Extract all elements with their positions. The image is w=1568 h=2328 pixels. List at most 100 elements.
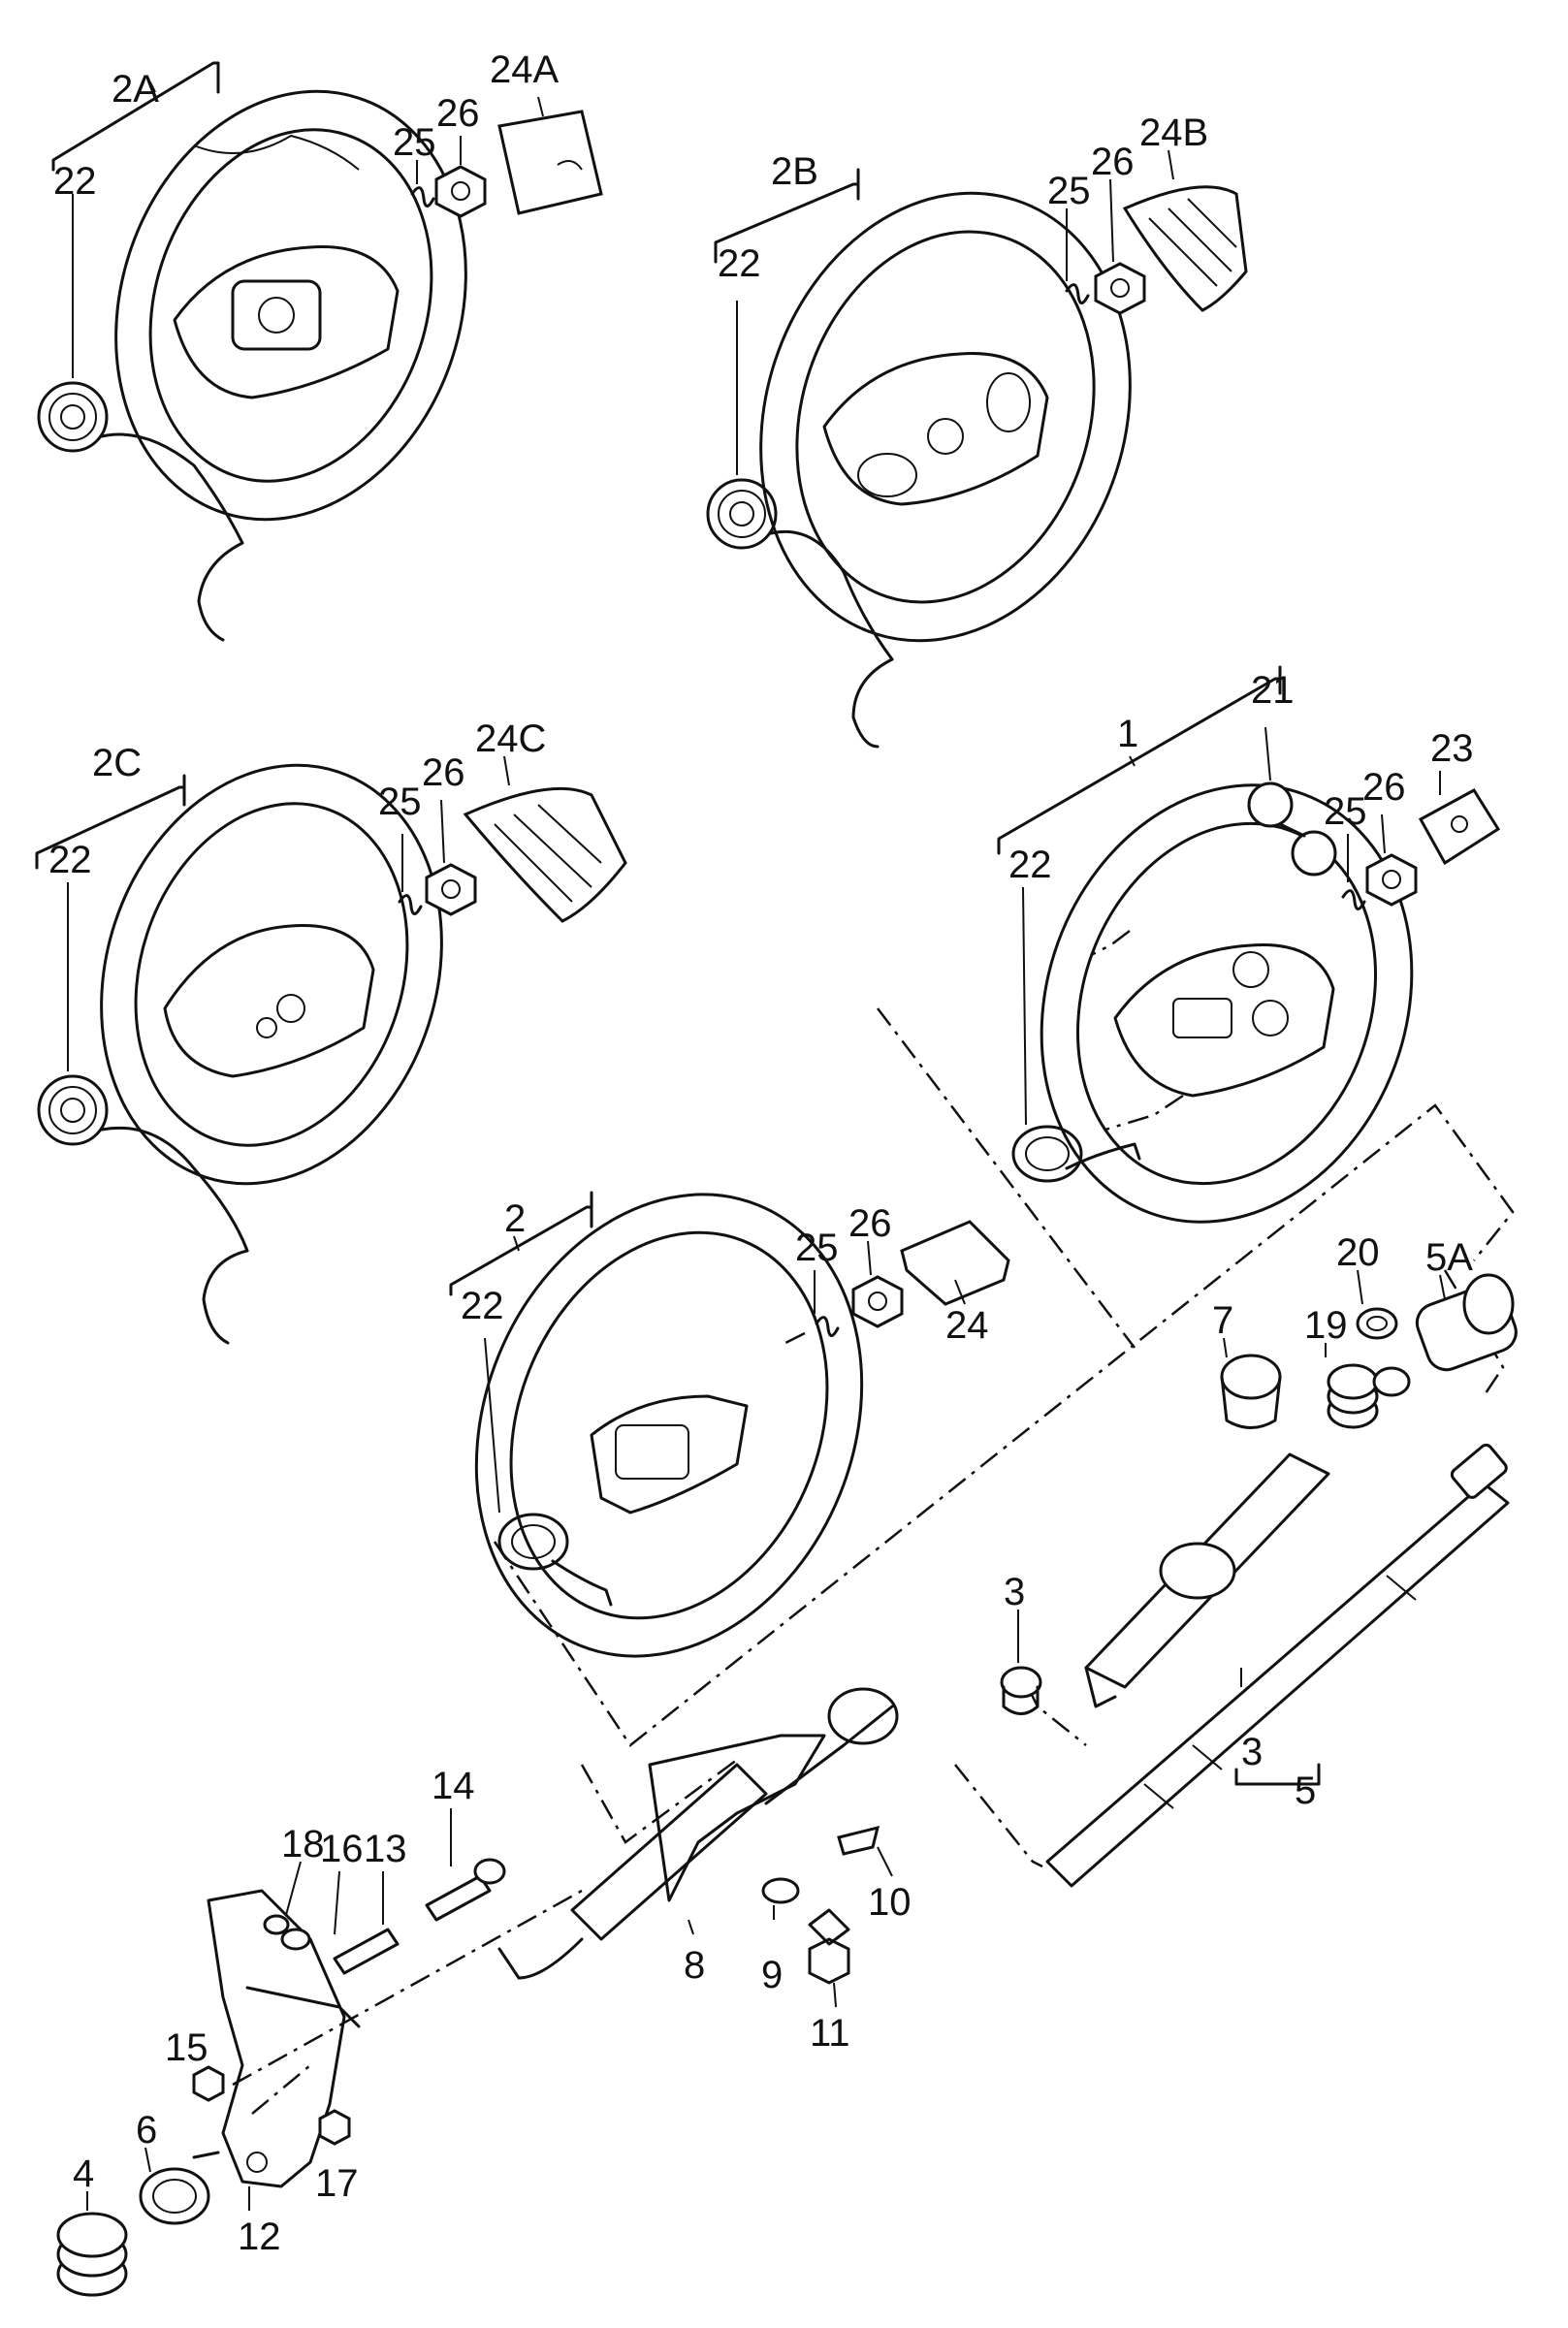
label-25: 25 — [1324, 790, 1367, 833]
label-24C: 24C — [475, 718, 546, 760]
label-25: 25 — [1047, 170, 1091, 212]
label-14: 14 — [432, 1765, 475, 1807]
bracket-3-5 — [1234, 1763, 1321, 1786]
spring-clip-25d — [1341, 889, 1366, 910]
label-24B: 24B — [1139, 112, 1208, 154]
horn-pad-24c — [463, 786, 627, 923]
spring-clip-25c — [398, 894, 423, 915]
label-2C: 2C — [92, 742, 142, 784]
bushing-7 — [1220, 1354, 1282, 1429]
label-19: 19 — [1304, 1304, 1348, 1347]
bracket-2a — [51, 61, 220, 172]
label-22: 22 — [1008, 844, 1052, 886]
nut-26e — [851, 1275, 904, 1328]
bushing-3 — [1000, 1666, 1042, 1715]
steering-shaft-5 — [1045, 1443, 1510, 1888]
label-9: 9 — [761, 1954, 783, 1996]
clip-18 — [263, 1914, 290, 1935]
label-26: 26 — [1362, 766, 1406, 809]
label-24A: 24A — [490, 48, 559, 91]
label-18: 18 — [281, 1823, 325, 1866]
label-4: 4 — [73, 2153, 94, 2195]
label-8: 8 — [684, 1944, 705, 1987]
horn-pad-24 — [900, 1220, 1010, 1306]
bushing-6 — [139, 2151, 220, 2225]
nut-26b — [1094, 262, 1146, 315]
label-11: 11 — [810, 2012, 850, 2055]
lock-housing-5a — [1415, 1273, 1518, 1372]
bracket-2 — [449, 1205, 593, 1296]
bolt-11 — [808, 1908, 850, 1985]
washer-9 — [761, 1877, 800, 1904]
bracket-2c — [35, 785, 186, 870]
steering-wheel-2 — [474, 1193, 864, 1658]
label-6: 6 — [136, 2109, 157, 2152]
bolt-14 — [425, 1858, 506, 1922]
label-5A: 5A — [1425, 1236, 1473, 1279]
plate-10 — [837, 1825, 880, 1856]
label-22: 22 — [53, 160, 97, 203]
label-20: 20 — [1336, 1231, 1380, 1274]
label-21: 21 — [1251, 669, 1295, 712]
label-26: 26 — [422, 751, 465, 794]
clock-ring-1 — [1011, 1125, 1141, 1183]
label-10: 10 — [868, 1881, 912, 1924]
steering-wheel-2a — [114, 89, 467, 522]
label-25: 25 — [393, 121, 436, 164]
label-7: 7 — [1212, 1299, 1233, 1342]
steering-wheel-2c — [100, 763, 443, 1186]
label-22: 22 — [461, 1285, 504, 1327]
label-2A: 2A — [112, 68, 159, 111]
label-5: 5 — [1295, 1770, 1316, 1812]
label-3: 3 — [1241, 1731, 1263, 1773]
nut-26a — [434, 165, 487, 218]
label-23: 23 — [1430, 727, 1474, 770]
column-housing-8 — [497, 1687, 899, 1980]
bolt-13 — [333, 1928, 400, 1975]
clock-spring-2c — [37, 1074, 249, 1345]
label-2B: 2B — [771, 150, 818, 193]
label-17: 17 — [315, 2162, 359, 2205]
label-26: 26 — [848, 1202, 892, 1245]
horn-pad-24b — [1122, 185, 1248, 312]
label-13: 13 — [364, 1828, 407, 1870]
nut-17 — [318, 2109, 351, 2146]
spring-clip-25e — [815, 1316, 840, 1337]
emblem-23 — [1418, 788, 1501, 866]
label-2: 2 — [504, 1197, 526, 1240]
label-25: 25 — [378, 781, 422, 823]
nut-15 — [192, 2065, 225, 2102]
washer-20 — [1356, 1307, 1398, 1340]
label-25: 25 — [795, 1227, 839, 1269]
steering-wheel-1 — [1040, 783, 1414, 1224]
clock-spring-2b — [706, 478, 894, 749]
clock-spring-2a — [37, 381, 244, 642]
steering-wheel-2b — [759, 191, 1132, 643]
label-15: 15 — [165, 2026, 208, 2069]
washer-16 — [280, 1928, 311, 1951]
horn-button-21 — [1247, 781, 1337, 877]
label-1: 1 — [1117, 713, 1138, 755]
label-24: 24 — [945, 1304, 989, 1347]
spring-clip-25b — [1065, 283, 1090, 304]
label-22: 22 — [718, 242, 761, 285]
spring-clip-25a — [410, 186, 435, 207]
label-16: 16 — [320, 1828, 364, 1870]
label-22: 22 — [48, 839, 92, 881]
nut-26d — [1365, 853, 1418, 907]
label-26: 26 — [436, 92, 480, 135]
spring-19 — [1327, 1363, 1411, 1429]
divider-line — [877, 1007, 1136, 1349]
label-3: 3 — [1004, 1571, 1025, 1613]
upper-column-tube — [1084, 1452, 1330, 1708]
horn-pad-24a — [497, 110, 603, 215]
frame-upper — [493, 1103, 1515, 1747]
nut-26c — [425, 863, 477, 916]
label-26: 26 — [1091, 141, 1135, 183]
clock-ring-2 — [497, 1513, 613, 1607]
label-12: 12 — [238, 2216, 281, 2258]
bracket-2b — [714, 182, 860, 264]
spring-4 — [56, 2212, 128, 2297]
bracket-1 — [997, 677, 1282, 855]
